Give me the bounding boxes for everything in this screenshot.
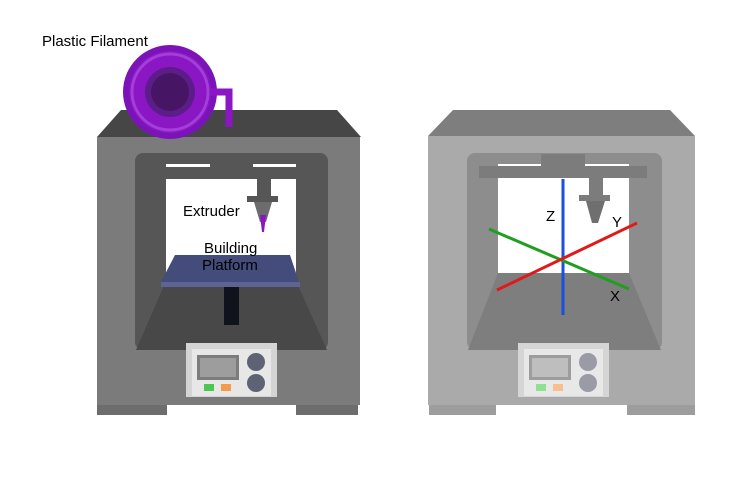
right-led-green [536,384,546,391]
label-building: Building [204,240,258,257]
left-led-orange [221,384,231,391]
left-gantry-bar [147,167,315,179]
left-control-panel [186,343,277,397]
right-control-panel [518,343,609,397]
left-gantry-top [210,155,253,167]
right-top-lid [428,110,695,136]
label-plastic-filament: Plastic Filament [42,33,148,50]
left-platform-edge [161,282,300,287]
left-building-platform [161,255,299,282]
right-foot-right [627,403,695,415]
right-led-orange [553,384,563,391]
label-platform: Platform [202,257,258,274]
left-printer [97,45,361,415]
right-extruder [579,178,610,223]
label-axis-z: Z [546,208,556,225]
left-platform-support [224,287,239,325]
left-extruder [247,179,278,232]
right-foot-left [429,403,496,415]
right-gantry-top [541,154,585,166]
right-printer [428,110,695,415]
label-axis-x: X [610,288,621,305]
axis-y-line [496,221,638,292]
filament-spool [123,45,233,139]
right-gantry-bar [479,166,647,178]
left-foot-left [97,403,167,415]
left-foot-right [296,403,358,415]
label-extruder: Extruder [183,203,240,220]
left-led-green [204,384,214,391]
label-axis-y: Y [612,214,623,231]
